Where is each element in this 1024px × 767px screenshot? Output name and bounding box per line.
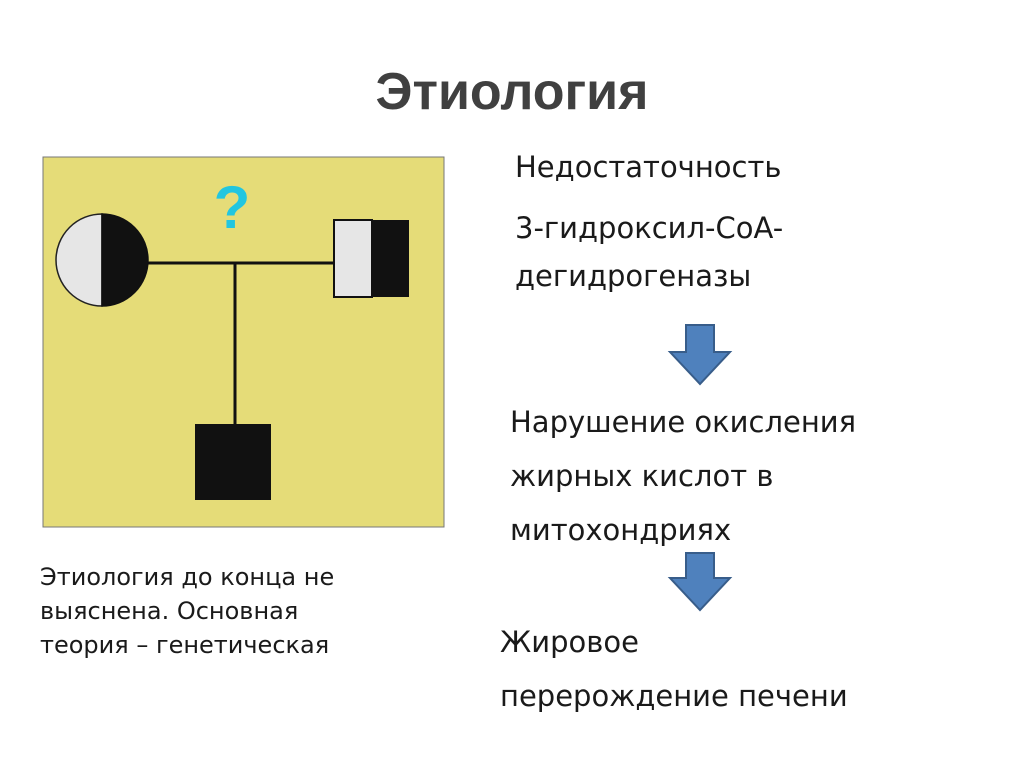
flow-line: дегидрогеназы	[515, 259, 752, 293]
flow-step-2: Нарушение окисления жирных кислот в мито…	[510, 395, 856, 557]
down-arrow-icon	[667, 324, 733, 386]
mother-carrier-symbol	[55, 213, 149, 307]
flow-line: Нарушение окисления	[510, 405, 857, 439]
flow-line: митохондриях	[510, 513, 732, 547]
father-carrier-symbol	[333, 219, 409, 298]
question-mark: ?	[214, 174, 251, 241]
flow-line: 3-гидроксил-CoA-	[515, 211, 784, 245]
flow-step-3: Жировое перерождение печени	[500, 615, 848, 723]
down-arrow-icon	[667, 552, 733, 612]
caption-line: теория – генетическая	[40, 631, 330, 659]
flow-line: Недостаточность	[515, 150, 782, 184]
caption-line: выяснена. Основная	[40, 597, 299, 625]
caption-text: Этиология до конца не выяснена. Основная…	[40, 560, 334, 662]
flow-step-1: Недостаточность 3-гидроксил-CoA- дегидро…	[515, 146, 783, 300]
affected-son-symbol	[195, 424, 271, 500]
slide-title: Этиология	[375, 63, 649, 121]
caption-line: Этиология до конца не	[40, 563, 335, 591]
flow-line: жирных кислот в	[510, 459, 774, 493]
flow-line: Жировое	[500, 625, 639, 659]
flow-line: перерождение печени	[500, 679, 848, 713]
